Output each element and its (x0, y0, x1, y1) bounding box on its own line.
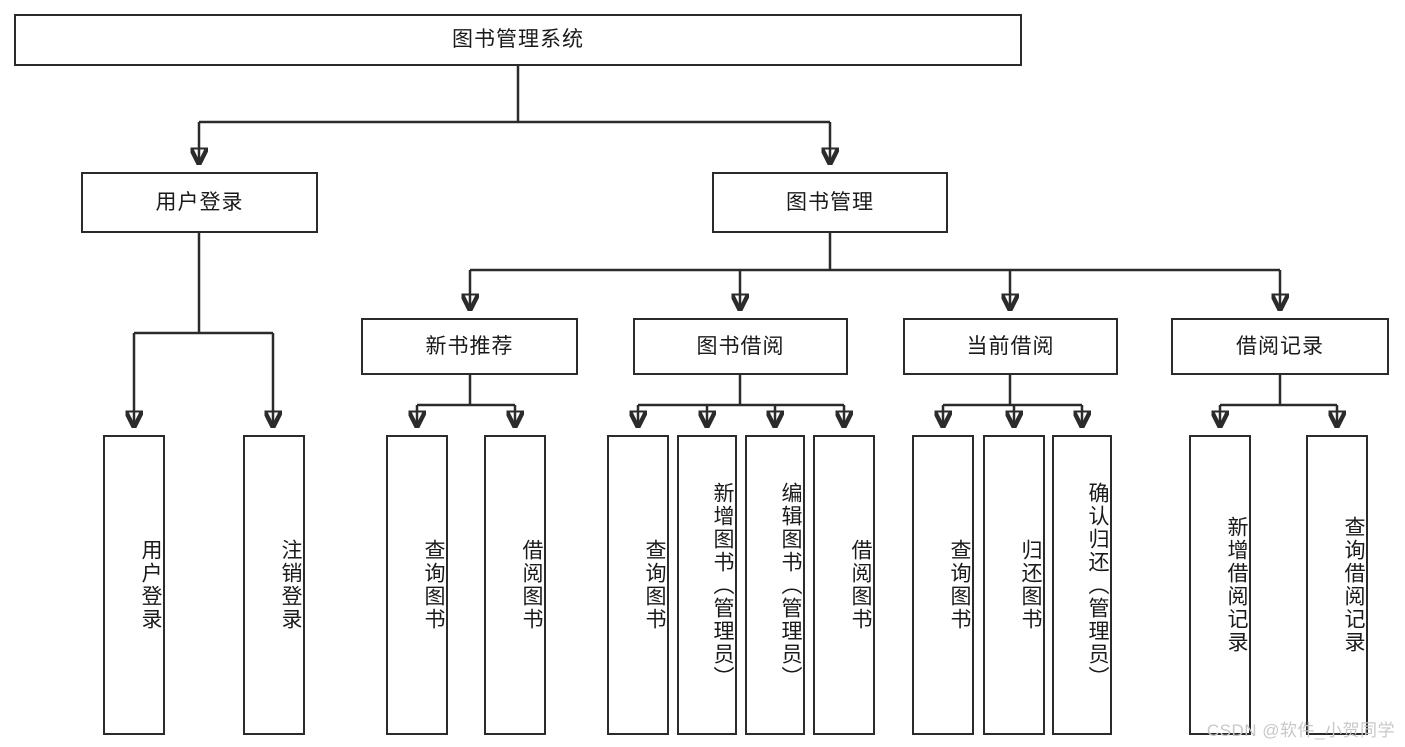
node-leaf-edit-book[interactable]: 编辑图书（管理员） (745, 435, 805, 735)
node-label: 确认归还（管理员） (1086, 481, 1109, 689)
node-label: 借阅图书 (520, 539, 543, 631)
node-leaf-add-record[interactable]: 新增借阅记录 (1189, 435, 1251, 735)
node-leaf-query-record[interactable]: 查询借阅记录 (1306, 435, 1368, 735)
node-current-borrow[interactable]: 当前借阅 (903, 318, 1118, 375)
node-user-login[interactable]: 用户登录 (81, 172, 318, 233)
node-label: 查询图书 (422, 539, 445, 631)
node-label: 编辑图书（管理员） (779, 481, 802, 689)
node-label: 图书管理系统 (452, 28, 584, 52)
node-leaf-borrow-book-1[interactable]: 借阅图书 (484, 435, 546, 735)
node-leaf-user-logout[interactable]: 注销登录 (243, 435, 305, 735)
node-label: 查询图书 (643, 539, 666, 631)
node-leaf-query-book-1[interactable]: 查询图书 (386, 435, 448, 735)
node-label: 新增图书（管理员） (711, 481, 734, 689)
node-label: 归还图书 (1019, 539, 1042, 631)
node-label: 注销登录 (279, 539, 302, 631)
node-label: 用户登录 (155, 190, 244, 214)
node-leaf-add-book[interactable]: 新增图书（管理员） (677, 435, 737, 735)
node-borrow-record[interactable]: 借阅记录 (1171, 318, 1389, 375)
node-label: 新书推荐 (425, 334, 514, 358)
node-new-book-recommend[interactable]: 新书推荐 (361, 318, 578, 375)
node-leaf-query-book-3[interactable]: 查询图书 (912, 435, 974, 735)
node-leaf-confirm-return[interactable]: 确认归还（管理员） (1052, 435, 1112, 735)
node-label: 借阅记录 (1236, 334, 1324, 358)
node-label: 用户登录 (139, 539, 162, 631)
node-label: 图书管理 (786, 190, 874, 214)
node-label: 图书借阅 (696, 334, 785, 358)
node-leaf-query-book-2[interactable]: 查询图书 (607, 435, 669, 735)
csdn-watermark: CSDN @软件_小贺同学 (1206, 721, 1395, 740)
node-book-management[interactable]: 图书管理 (712, 172, 948, 233)
node-leaf-return-book[interactable]: 归还图书 (983, 435, 1045, 735)
node-book-borrow[interactable]: 图书借阅 (633, 318, 848, 375)
node-label: 当前借阅 (966, 334, 1055, 358)
node-label: 查询借阅记录 (1342, 516, 1365, 654)
node-label: 借阅图书 (849, 539, 872, 631)
node-label: 新增借阅记录 (1225, 516, 1248, 654)
node-leaf-user-login[interactable]: 用户登录 (103, 435, 165, 735)
node-leaf-borrow-book-2[interactable]: 借阅图书 (813, 435, 875, 735)
node-label: 查询图书 (948, 539, 971, 631)
node-root-system[interactable]: 图书管理系统 (14, 14, 1022, 66)
